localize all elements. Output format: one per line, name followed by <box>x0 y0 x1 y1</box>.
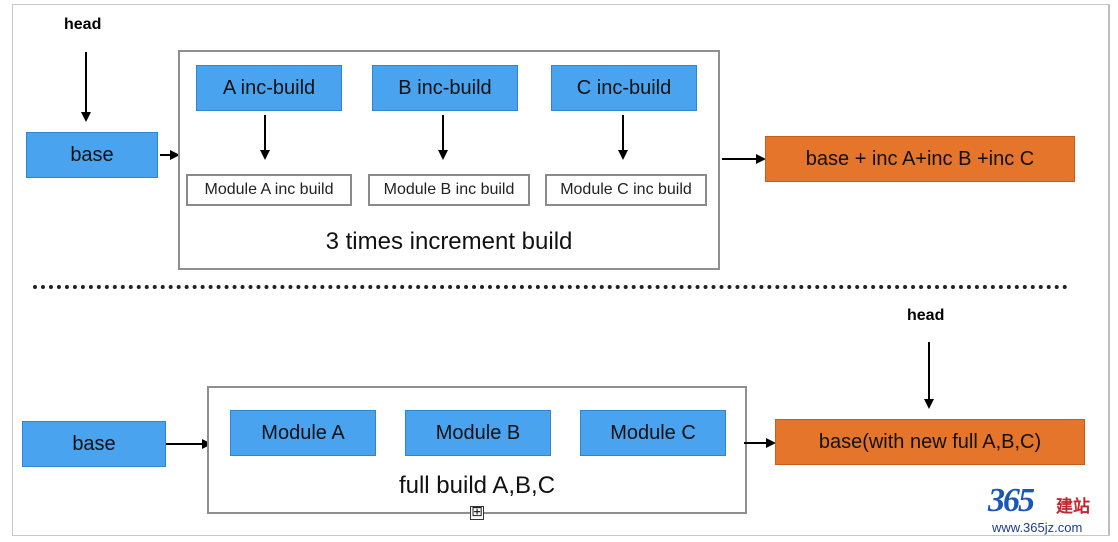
top-b-arrowhead <box>438 150 448 160</box>
top-a-inc-build-box: A inc-build <box>196 65 342 111</box>
top-c-arrow-line <box>622 115 624 151</box>
top-module-b-inc-build-box: Module B inc build <box>368 174 530 206</box>
expand-icon[interactable]: ⊞ <box>470 504 484 520</box>
bottom-module-a-box: Module A <box>230 410 376 456</box>
bottom-base-box: base <box>22 421 166 467</box>
top-module-c-inc-build-box: Module C inc build <box>545 174 707 206</box>
top-base-to-group-arrowhead <box>170 150 180 160</box>
top-base-box: base <box>26 132 158 178</box>
top-b-inc-build-box: B inc-build <box>372 65 518 111</box>
bottom-group-caption: full build A,B,C <box>398 472 556 499</box>
bottom-module-b-box: Module B <box>405 410 551 456</box>
top-c-inc-build-box: C inc-build <box>551 65 697 111</box>
watermark-logo: 365 建站 www.365jz.com <box>988 482 1112 538</box>
top-group-caption: 3 times increment build <box>325 228 573 255</box>
bottom-group-to-result-line <box>744 442 768 444</box>
bottom-head-arrow-line <box>928 342 930 400</box>
section-separator <box>33 285 1068 289</box>
top-result-box: base + inc A+inc B +inc C <box>765 136 1075 182</box>
top-b-arrow-line <box>442 115 444 151</box>
top-head-arrow-line <box>85 52 87 114</box>
top-a-arrowhead <box>260 150 270 160</box>
bottom-head-arrowhead <box>924 399 934 409</box>
bottom-group-to-result-arrowhead <box>766 438 776 448</box>
top-base-to-group-line <box>160 154 170 156</box>
top-module-a-inc-build-box: Module A inc build <box>186 174 352 206</box>
watermark-numbers: 365 <box>988 482 1035 519</box>
top-c-arrowhead <box>618 150 628 160</box>
bottom-base-to-group-line <box>166 443 202 445</box>
top-group-to-result-line <box>722 158 756 160</box>
top-group-to-result-arrowhead <box>756 154 766 164</box>
watermark-url: www.365jz.com <box>992 520 1083 535</box>
watermark-chinese: 建站 <box>1056 497 1090 517</box>
bottom-head-label: head <box>907 307 945 324</box>
top-head-arrowhead <box>81 112 91 122</box>
top-head-label: head <box>64 16 102 33</box>
top-a-arrow-line <box>264 115 266 151</box>
bottom-result-box: base(with new full A,B,C) <box>775 419 1085 465</box>
diagram-frame <box>12 4 1110 536</box>
bottom-module-c-box: Module C <box>580 410 726 456</box>
